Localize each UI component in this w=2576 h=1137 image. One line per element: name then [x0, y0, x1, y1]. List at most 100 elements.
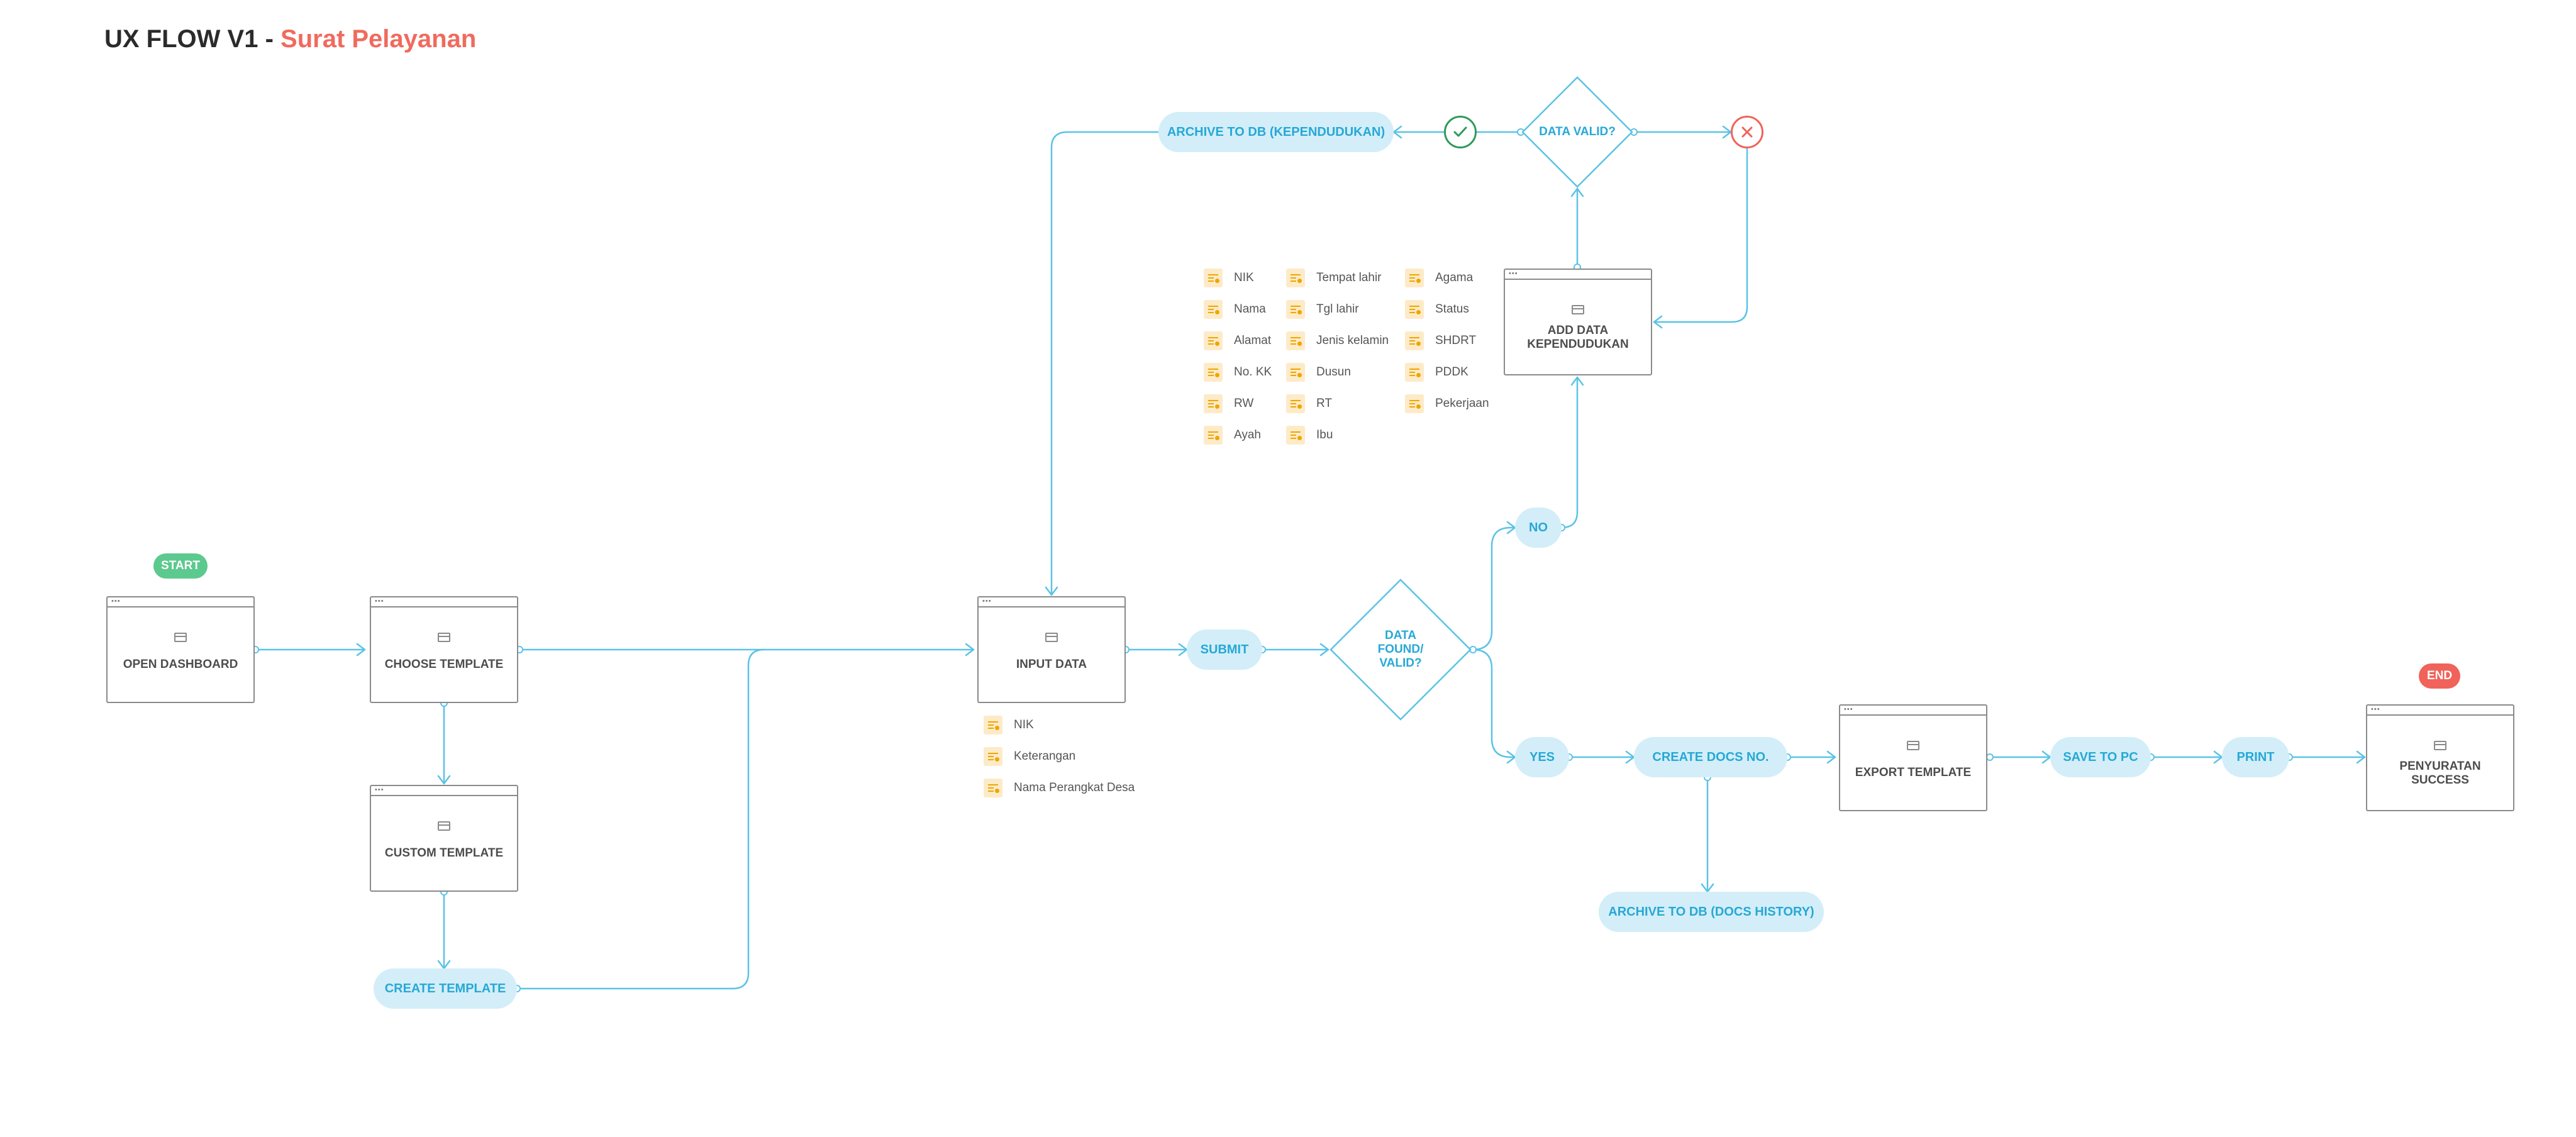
- field-icon: [1405, 363, 1424, 382]
- submit-pill[interactable]: SUBMIT: [1187, 630, 1262, 670]
- decision-label: DATA FOUND/ VALID?: [1377, 629, 1424, 670]
- window-icon: [438, 633, 450, 642]
- archive-docs-pill[interactable]: ARCHIVE TO DB (DOCS HISTORY): [1599, 892, 1824, 932]
- end-badge: END: [2419, 663, 2460, 689]
- connector-decision-no: [1472, 526, 1516, 651]
- arrowhead: [1392, 125, 1402, 139]
- start-badge: START: [153, 553, 208, 579]
- no-pill[interactable]: NO: [1515, 507, 1562, 548]
- field-icon: [984, 779, 1002, 797]
- field-label: No. KK: [1234, 365, 1272, 379]
- kependudukan-field-item: Pekerjaan: [1405, 394, 1489, 413]
- title-sub: Surat Pelayanan: [280, 25, 477, 53]
- field-icon: [1204, 394, 1223, 413]
- screen-label: OPEN DASHBOARD: [123, 658, 238, 671]
- field-label: Ibu: [1316, 428, 1333, 441]
- screen-penyuratan-success[interactable]: ••• PENYURATAN SUCCESS: [2366, 704, 2514, 811]
- field-label: Status: [1435, 302, 1469, 316]
- save-to-pc-pill[interactable]: SAVE TO PC: [2050, 737, 2151, 777]
- kependudukan-field-item: NIK: [1204, 269, 1254, 287]
- screen-label: PENYURATAN SUCCESS: [2399, 760, 2481, 787]
- field-label: Pekerjaan: [1435, 397, 1489, 410]
- input-field-item: NIK: [984, 716, 1034, 735]
- screen-export-template[interactable]: ••• EXPORT TEMPLATE: [1839, 704, 1987, 811]
- arrowhead: [1319, 643, 1330, 657]
- diamond-shape: [1330, 579, 1472, 721]
- field-label: NIK: [1014, 718, 1034, 731]
- arrowhead: [1653, 315, 1663, 329]
- kependudukan-field-item: Agama: [1405, 269, 1473, 287]
- check-icon: [1444, 116, 1477, 148]
- field-icon: [1286, 269, 1305, 287]
- arrowhead: [1045, 586, 1058, 596]
- decision-data-found[interactable]: DATA FOUND/ VALID?: [1328, 577, 1473, 722]
- field-icon: [1405, 300, 1424, 319]
- window-icon: [1907, 741, 1919, 750]
- connector-port: [1986, 753, 1994, 761]
- kependudukan-field-item: Dusun: [1286, 363, 1351, 382]
- kependudukan-field-item: Nama: [1204, 300, 1266, 319]
- field-label: PDDK: [1435, 365, 1468, 379]
- screen-input-data[interactable]: ••• INPUT DATA: [977, 596, 1126, 703]
- window-icon: [174, 633, 187, 642]
- kependudukan-field-item: RT: [1286, 394, 1332, 413]
- screen-label: INPUT DATA: [1016, 658, 1087, 671]
- print-pill[interactable]: PRINT: [2222, 737, 2289, 777]
- screen-label: CHOOSE TEMPLATE: [384, 658, 504, 671]
- kependudukan-field-item: Tgl lahir: [1286, 300, 1359, 319]
- field-icon: [1286, 363, 1305, 382]
- field-label: RW: [1234, 397, 1254, 410]
- field-icon: [1405, 394, 1424, 413]
- decision-label: DATA VALID?: [1539, 125, 1616, 138]
- input-field-item: Keterangan: [984, 747, 1075, 766]
- close-icon: [1731, 116, 1763, 148]
- arrowhead: [1826, 750, 1836, 764]
- kependudukan-field-item: RW: [1204, 394, 1253, 413]
- connector-archive-input: [1050, 131, 1160, 596]
- arrowhead: [1570, 376, 1584, 386]
- field-icon: [1204, 363, 1223, 382]
- field-icon: [984, 747, 1002, 766]
- field-icon: [1405, 331, 1424, 350]
- yes-pill[interactable]: YES: [1515, 737, 1569, 777]
- field-label: Nama: [1234, 302, 1266, 316]
- field-icon: [1204, 300, 1223, 319]
- kependudukan-field-item: Ayah: [1204, 426, 1261, 445]
- screen-label: CUSTOM TEMPLATE: [384, 846, 504, 860]
- field-label: Ayah: [1234, 428, 1261, 441]
- kependudukan-field-item: Ibu: [1286, 426, 1333, 445]
- archive-kependudukan-pill[interactable]: ARCHIVE TO DB (KEPENDUDUKAN): [1158, 112, 1394, 152]
- kependudukan-field-item: Status: [1405, 300, 1469, 319]
- field-icon: [1286, 300, 1305, 319]
- screen-add-data-kependudukan[interactable]: ••• ADD DATA KEPENDUDUKAN: [1504, 269, 1652, 375]
- screen-label: ADD DATA KEPENDUDUKAN: [1527, 324, 1629, 351]
- field-icon: [1286, 331, 1305, 350]
- window-icon: [2434, 741, 2446, 750]
- screen-choose-template[interactable]: ••• CHOOSE TEMPLATE: [370, 596, 518, 703]
- connector-no-adddata: [1560, 376, 1579, 529]
- create-template-pill[interactable]: CREATE TEMPLATE: [374, 968, 517, 1009]
- connector-decision-yes: [1472, 648, 1516, 758]
- field-icon: [1204, 331, 1223, 350]
- field-label: Jenis kelamin: [1316, 334, 1389, 347]
- screen-open-dashboard[interactable]: ••• OPEN DASHBOARD: [106, 596, 255, 703]
- field-icon: [1286, 394, 1305, 413]
- field-label: Nama Perangkat Desa: [1014, 781, 1135, 794]
- field-label: Keterangan: [1014, 750, 1076, 763]
- kependudukan-field-item: Alamat: [1204, 331, 1271, 350]
- arrowhead: [2356, 750, 2366, 764]
- field-icon: [1204, 426, 1223, 445]
- field-label: NIK: [1234, 271, 1254, 284]
- decision-data-valid[interactable]: DATA VALID?: [1521, 75, 1634, 189]
- field-label: Agama: [1435, 271, 1474, 284]
- arrowhead: [356, 643, 366, 657]
- field-label: SHDRT: [1435, 334, 1477, 347]
- field-icon: [1286, 426, 1305, 445]
- field-label: Tgl lahir: [1316, 302, 1359, 316]
- create-docs-pill[interactable]: CREATE DOCS NO.: [1634, 737, 1787, 777]
- window-icon: [1045, 633, 1058, 642]
- screen-custom-template[interactable]: ••• CUSTOM TEMPLATE: [370, 785, 518, 892]
- kependudukan-field-item: Tempat lahir: [1286, 269, 1382, 287]
- field-label: Alamat: [1234, 334, 1272, 347]
